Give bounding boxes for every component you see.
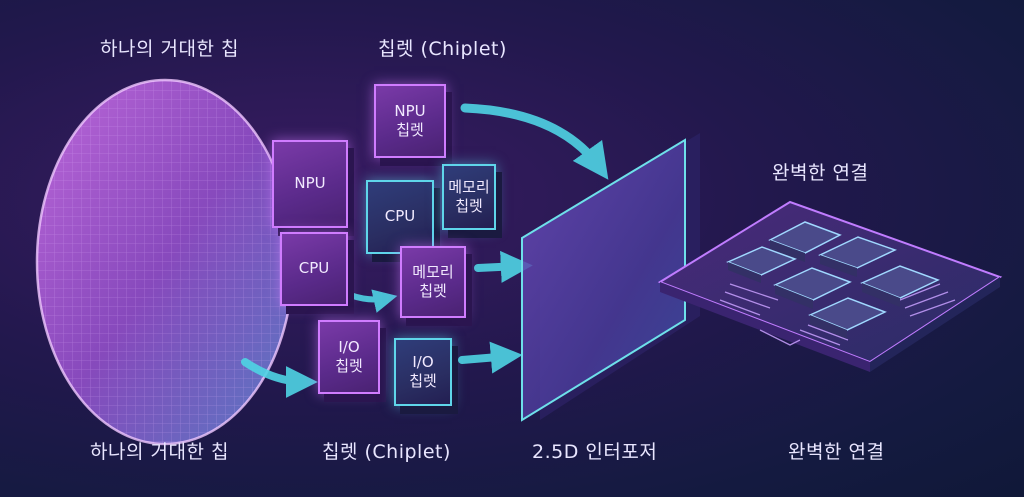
arrow-io-to-interposer xyxy=(458,341,523,374)
board-chip-5 xyxy=(808,297,887,339)
arrow-cpu-to-mem xyxy=(347,289,398,313)
board-chip-2 xyxy=(818,236,897,277)
interposer-panel xyxy=(521,133,700,422)
wafer-disc xyxy=(35,78,295,446)
chip-cpu-left-label: CPU xyxy=(298,259,330,278)
label-perfect-connection-top: 완벽한 연결 xyxy=(772,162,869,184)
connected-board xyxy=(657,200,1003,372)
chip-npu: NPU xyxy=(272,140,348,228)
arrow-to-interposer-top xyxy=(460,103,609,180)
chip-io-left: I/O 칩렛 xyxy=(318,320,380,394)
arrow-mem-to-interposer xyxy=(474,250,533,283)
arrow-wafer-to-io xyxy=(241,358,318,398)
chip-npu-chiplet-label: NPU 칩렛 xyxy=(394,101,426,140)
board-chip-4 xyxy=(860,265,940,307)
chip-io-right: I/O 칩렛 xyxy=(394,338,452,406)
chip-memory-top: 메모리 칩렛 xyxy=(442,164,496,230)
label-single-giant-chip-top: 하나의 거대한 칩 xyxy=(100,38,239,60)
board-chip-1 xyxy=(768,221,842,262)
chip-npu-chiplet: NPU 칩렛 xyxy=(374,84,446,158)
chip-cpu-mid: CPU xyxy=(366,180,434,254)
label-chiplet-bottom: 칩렛 (Chiplet) xyxy=(322,441,451,463)
chip-cpu-left: CPU xyxy=(280,232,348,306)
label-chiplet-top: 칩렛 (Chiplet) xyxy=(378,38,507,60)
label-perfect-connection-bottom: 완벽한 연결 xyxy=(788,441,885,463)
chip-io-left-label: I/O 칩렛 xyxy=(335,337,363,376)
chip-io-right-label: I/O 칩렛 xyxy=(409,352,437,391)
chip-memory-top-label: 메모리 칩렛 xyxy=(448,177,490,216)
label-single-giant-chip-bottom: 하나의 거대한 칩 xyxy=(90,441,229,463)
label-interposer-bottom: 2.5D 인터포저 xyxy=(532,441,658,463)
chip-cpu-mid-label: CPU xyxy=(384,207,416,226)
chip-memory-mid-label: 메모리 칩렛 xyxy=(412,262,454,301)
board-chip-6 xyxy=(726,246,797,283)
chip-npu-label: NPU xyxy=(294,174,326,193)
chip-memory-mid: 메모리 칩렛 xyxy=(400,246,466,318)
board-chip-3 xyxy=(773,267,852,309)
